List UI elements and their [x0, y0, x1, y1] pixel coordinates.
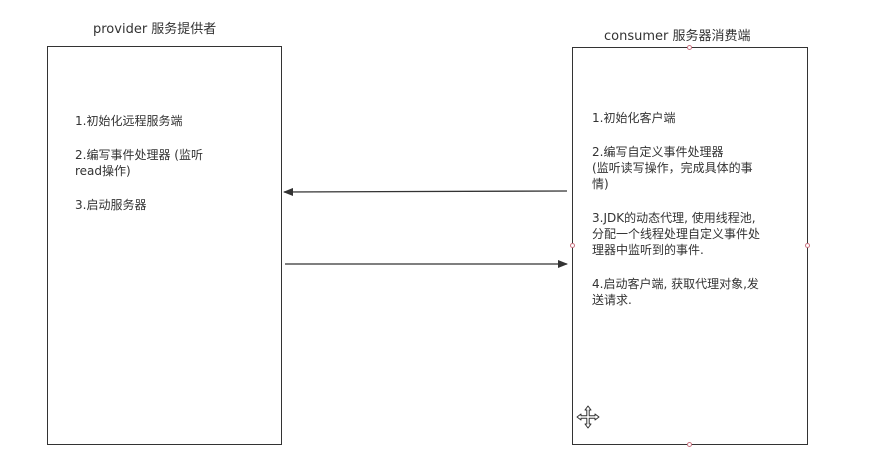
selection-handle-left[interactable]	[570, 243, 575, 248]
arrow-consumer-to-provider[interactable]	[283, 187, 568, 196]
consumer-steps: 1.初始化客户端 2.编写自定义事件处理器 (监听读写操作，完成具体的事 情) …	[592, 110, 797, 326]
consumer-step-1: 1.初始化客户端	[592, 111, 676, 125]
consumer-box[interactable]	[572, 47, 808, 445]
consumer-step-2: 2.编写自定义事件处理器 (监听读写操作，完成具体的事 情)	[592, 145, 753, 191]
provider-step-1: 1.初始化远程服务端	[75, 114, 183, 128]
selection-handle-top[interactable]	[687, 45, 692, 50]
provider-step-2: 2.编写事件处理器 (监听 read操作)	[75, 148, 203, 178]
provider-step-3: 3.启动服务器	[75, 198, 147, 212]
provider-steps: 1.初始化远程服务端 2.编写事件处理器 (监听 read操作) 3.启动服务器	[75, 113, 265, 231]
consumer-step-3: 3.JDK的动态代理, 使用线程池, 分配一个线程处理自定义事件处 理器中监听到…	[592, 211, 761, 257]
provider-title: provider 服务提供者	[93, 22, 217, 37]
move-cursor-icon	[576, 405, 600, 429]
selection-handle-right[interactable]	[805, 243, 810, 248]
consumer-title: consumer 服务器消费端	[604, 29, 751, 44]
consumer-step-4: 4.启动客户端, 获取代理对象,发 送请求.	[592, 277, 759, 307]
selection-handle-bottom[interactable]	[687, 442, 692, 447]
provider-box[interactable]	[47, 46, 282, 445]
